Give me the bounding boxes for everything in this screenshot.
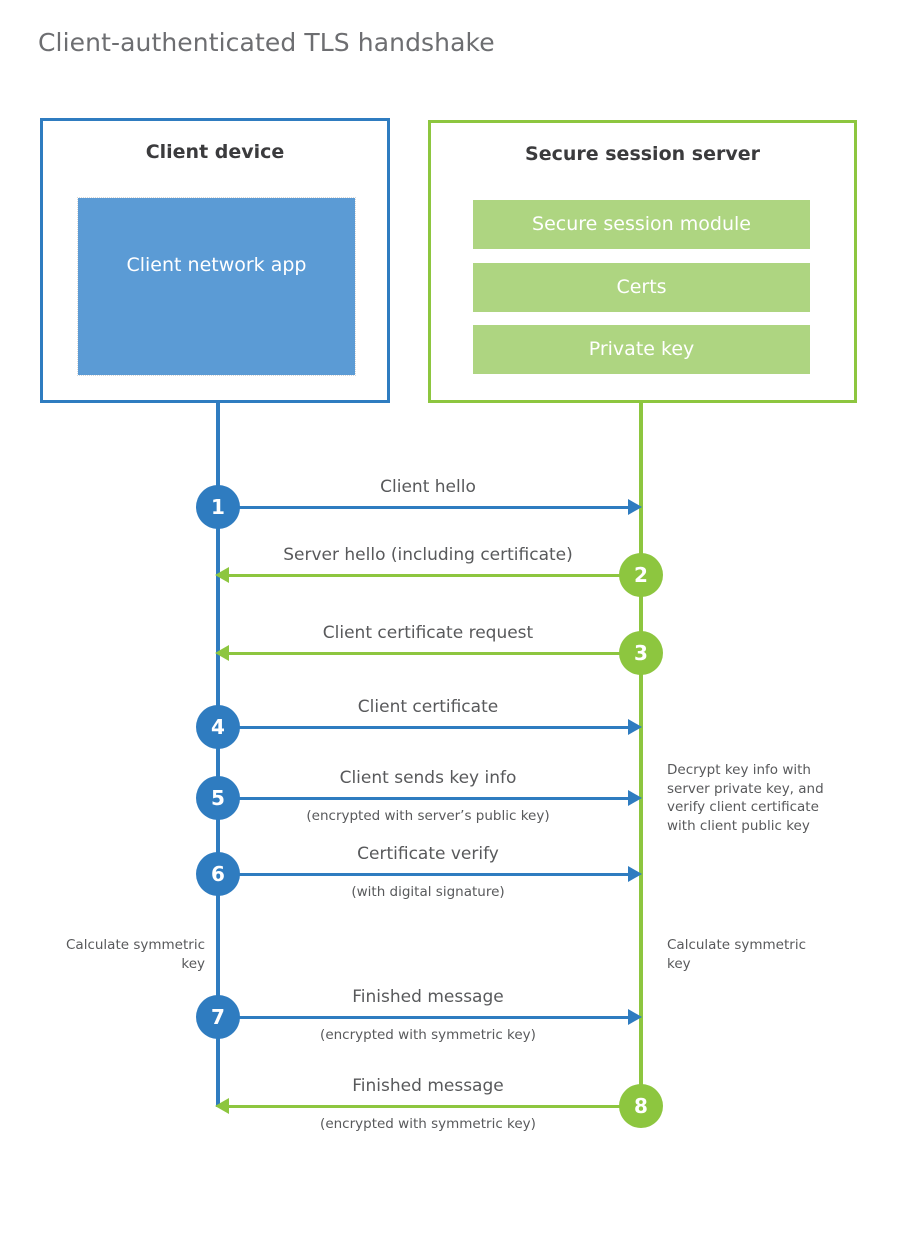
step-circle-4: 4 [196,705,240,749]
step-circle-3: 3 [619,631,663,675]
message-label-4: Client certificate [357,697,499,717]
arrow-line-8 [223,1105,639,1108]
arrow-head-icon-1 [628,499,642,515]
arrow-line-7 [218,1016,634,1019]
message-label-8: Finished message [352,1076,504,1096]
arrow-head-icon-6 [628,866,642,882]
note-server-calculate-symmetric-key: Calculate symmetric key [667,937,806,972]
message-label-1: Client hello [380,477,476,497]
arrow-line-5 [218,797,634,800]
secure-session-server-title: Secure session server [525,143,760,165]
page-title: Client-authenticated TLS handshake [38,28,495,57]
private-key-block: Private key [473,325,810,374]
secure-session-module-block: Secure session module [473,200,810,249]
client-network-app-block: Client network app [77,197,356,376]
step-circle-1: 1 [196,485,240,529]
arrow-line-2 [223,574,639,577]
arrow-line-1 [218,506,634,509]
arrow-line-6 [218,873,634,876]
arrow-head-icon-5 [628,790,642,806]
arrow-line-3 [223,652,639,655]
note-server-decrypt: Decrypt key info with server private key… [667,762,824,834]
step-circle-2: 2 [619,553,663,597]
message-sublabel-6: (with digital signature) [351,884,505,900]
client-lifeline [216,403,220,1107]
arrow-head-icon-2 [215,567,229,583]
message-sublabel-7: (encrypted with symmetric key) [320,1027,536,1043]
message-label-3: Client certificate request [322,623,534,643]
certs-block: Certs [473,263,810,312]
message-sublabel-5: (encrypted with server’s public key) [306,808,550,824]
step-circle-5: 5 [196,776,240,820]
step-circle-6: 6 [196,852,240,896]
client-device-box: Client device Client network app [40,118,390,403]
message-label-6: Certificate verify [357,844,499,864]
arrow-head-icon-4 [628,719,642,735]
message-label-7: Finished message [352,987,504,1007]
client-device-title: Client device [145,141,285,163]
server-lifeline [639,403,643,1107]
secure-session-server-box: Secure session server Secure session mod… [428,120,857,403]
message-label-2: Server hello (including certificate) [283,545,573,565]
arrow-head-icon-8 [215,1098,229,1114]
arrow-head-icon-3 [215,645,229,661]
arrow-head-icon-7 [628,1009,642,1025]
note-client-calculate-symmetric-key: Calculate symmetric key [66,937,205,972]
step-circle-8: 8 [619,1084,663,1128]
step-circle-7: 7 [196,995,240,1039]
message-sublabel-8: (encrypted with symmetric key) [320,1116,536,1132]
message-label-5: Client sends key info [339,768,517,788]
arrow-line-4 [218,726,634,729]
